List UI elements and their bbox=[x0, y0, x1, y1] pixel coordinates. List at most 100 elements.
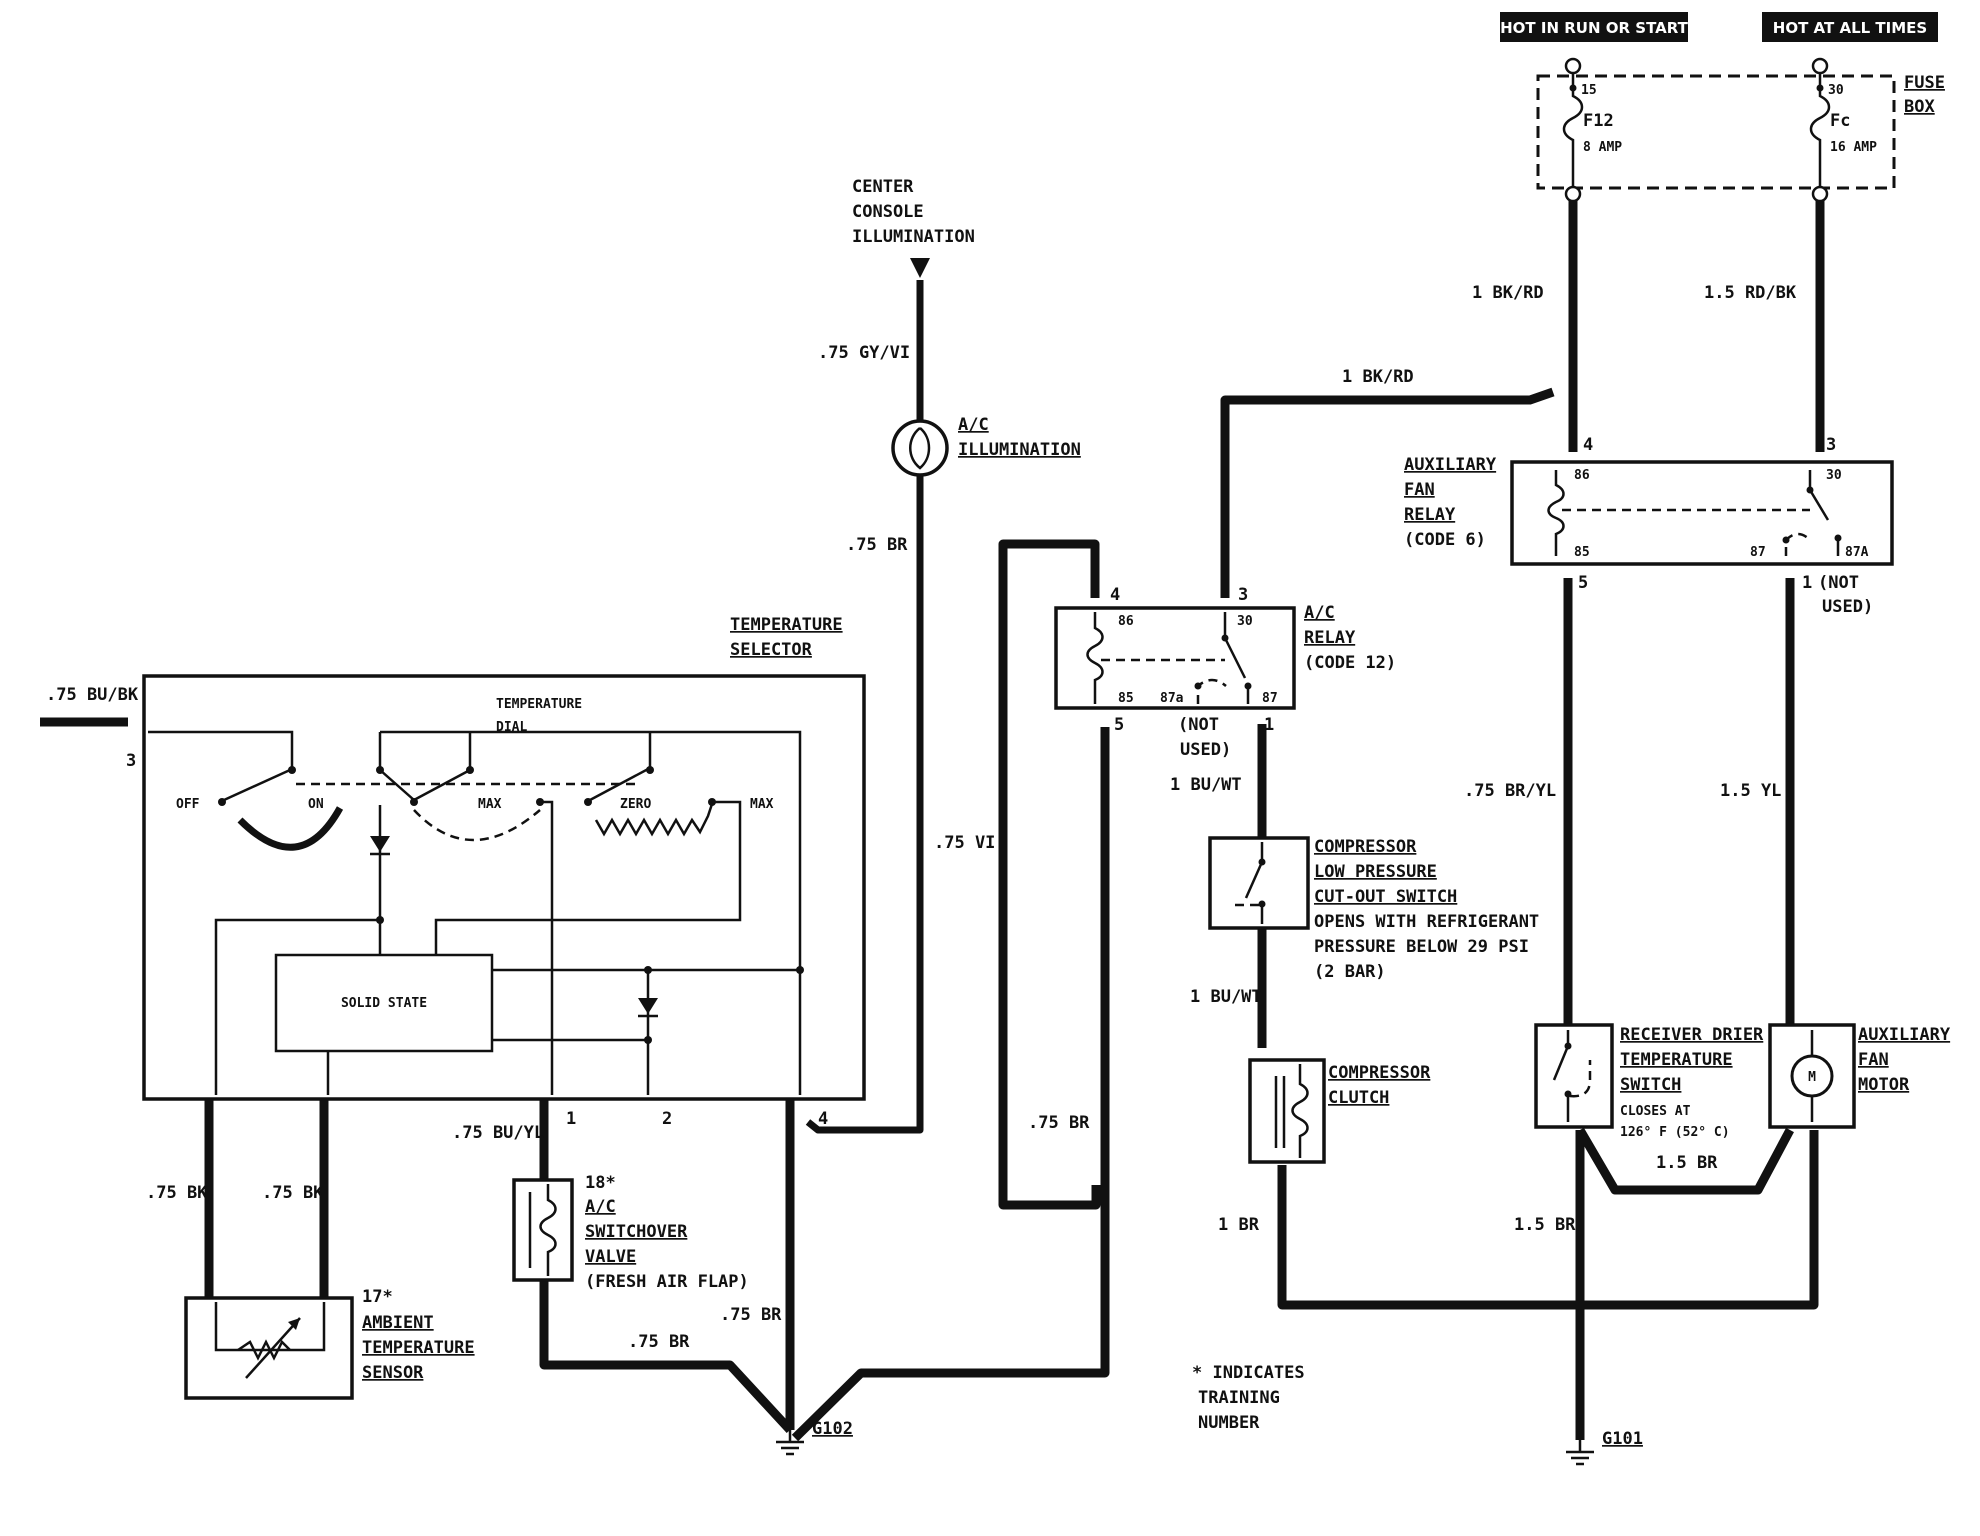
svg-text:1.5 RD/BK: 1.5 RD/BK bbox=[1704, 283, 1797, 303]
ac-switchover-valve: 18* A/C SWITCHOVER VALVE (FRESH AIR FLAP… bbox=[512, 1173, 749, 1292]
svg-text:86: 86 bbox=[1118, 614, 1134, 629]
svg-text:ILLUMINATION: ILLUMINATION bbox=[852, 227, 975, 247]
svg-text:86: 86 bbox=[1574, 468, 1590, 483]
svg-text:OFF: OFF bbox=[176, 797, 200, 812]
hot-all-times-tag: HOT AT ALL TIMES bbox=[1762, 12, 1938, 42]
svg-text:126° F (52° C): 126° F (52° C) bbox=[1620, 1125, 1730, 1140]
svg-text:4: 4 bbox=[818, 1109, 828, 1129]
svg-text:PRESSURE BELOW 29 PSI: PRESSURE BELOW 29 PSI bbox=[1314, 937, 1529, 957]
svg-text:USED): USED) bbox=[1180, 740, 1231, 760]
svg-text:85: 85 bbox=[1118, 691, 1134, 706]
svg-text:.75 BR: .75 BR bbox=[628, 1332, 690, 1352]
svg-text:(CODE 12): (CODE 12) bbox=[1304, 653, 1396, 673]
svg-text:17*: 17* bbox=[362, 1287, 393, 1307]
svg-text:TEMPERATURE: TEMPERATURE bbox=[730, 615, 843, 635]
svg-text:(NOT: (NOT bbox=[1818, 573, 1859, 593]
svg-text:MAX: MAX bbox=[750, 797, 774, 812]
compressor-low-pressure-switch: COMPRESSOR LOW PRESSURE CUT-OUT SWITCH O… bbox=[1208, 836, 1539, 982]
svg-text:4: 4 bbox=[1583, 435, 1593, 455]
wires bbox=[40, 201, 1825, 1442]
svg-text:.75 BK: .75 BK bbox=[262, 1183, 324, 1203]
svg-text:G101: G101 bbox=[1602, 1429, 1643, 1449]
svg-text:CUT-OUT SWITCH: CUT-OUT SWITCH bbox=[1314, 887, 1457, 907]
svg-text:SENSOR: SENSOR bbox=[362, 1363, 424, 1383]
svg-text:.75 BR: .75 BR bbox=[720, 1305, 782, 1325]
compressor-clutch: COMPRESSOR CLUTCH bbox=[1248, 1058, 1431, 1164]
svg-text:87: 87 bbox=[1750, 545, 1766, 560]
svg-text:COMPRESSOR: COMPRESSOR bbox=[1314, 837, 1417, 857]
wire-labels: 1 BK/RD 1 BK/RD 1.5 RD/BK .75 GY/VI .75 … bbox=[46, 283, 1797, 1352]
svg-text:85: 85 bbox=[1574, 545, 1590, 560]
svg-text:.75 BK: .75 BK bbox=[146, 1183, 208, 1203]
svg-text:A/C: A/C bbox=[585, 1197, 616, 1217]
svg-text:2: 2 bbox=[662, 1109, 672, 1129]
svg-text:ZERO: ZERO bbox=[620, 797, 651, 812]
svg-text:87: 87 bbox=[1262, 691, 1278, 706]
svg-text:M: M bbox=[1808, 1070, 1816, 1085]
svg-text:CENTER: CENTER bbox=[852, 177, 914, 197]
svg-text:LOW PRESSURE: LOW PRESSURE bbox=[1314, 862, 1437, 882]
svg-text:RELAY: RELAY bbox=[1304, 628, 1356, 648]
svg-text:1: 1 bbox=[1802, 573, 1812, 593]
svg-text:SOLID STATE: SOLID STATE bbox=[341, 996, 427, 1011]
f12-pin: 15 bbox=[1581, 83, 1597, 98]
svg-text:G102: G102 bbox=[812, 1419, 853, 1439]
svg-text:MOTOR: MOTOR bbox=[1858, 1075, 1910, 1095]
svg-text:5: 5 bbox=[1578, 573, 1588, 593]
svg-text:HOT AT ALL TIMES: HOT AT ALL TIMES bbox=[1773, 19, 1927, 37]
svg-text:NUMBER: NUMBER bbox=[1198, 1413, 1260, 1433]
fuse-box: 15 F12 8 AMP 30 Fc 16 AMP FUSE BOX bbox=[1536, 57, 1945, 203]
svg-text:RELAY: RELAY bbox=[1404, 505, 1456, 525]
svg-text:FAN: FAN bbox=[1858, 1050, 1889, 1070]
svg-text:* INDICATES: * INDICATES bbox=[1192, 1363, 1305, 1383]
f12-rating: 8 AMP bbox=[1583, 140, 1622, 155]
svg-text:COMPRESSOR: COMPRESSOR bbox=[1328, 1063, 1431, 1083]
svg-text:5: 5 bbox=[1114, 715, 1124, 735]
svg-text:1: 1 bbox=[1264, 715, 1274, 735]
center-console-illumination: CENTER CONSOLE ILLUMINATION bbox=[852, 177, 975, 278]
svg-text:.75 BU/BK: .75 BU/BK bbox=[46, 685, 139, 705]
svg-text:1 BK/RD: 1 BK/RD bbox=[1342, 367, 1414, 387]
svg-text:TRAINING: TRAINING bbox=[1198, 1388, 1280, 1408]
receiver-drier-temperature-switch: RECEIVER DRIER TEMPERATURE SWITCH CLOSES… bbox=[1534, 1023, 1764, 1140]
svg-text:.75 BR: .75 BR bbox=[846, 535, 908, 555]
svg-text:1: 1 bbox=[566, 1109, 576, 1129]
svg-text:CLUTCH: CLUTCH bbox=[1328, 1088, 1389, 1108]
svg-text:1 BU/WT: 1 BU/WT bbox=[1190, 987, 1262, 1007]
svg-text:VALVE: VALVE bbox=[585, 1247, 636, 1267]
ac-illumination-lamp: A/C ILLUMINATION bbox=[891, 415, 1081, 477]
svg-text:.75 BR/YL: .75 BR/YL bbox=[1464, 781, 1556, 801]
svg-text:SWITCH: SWITCH bbox=[1620, 1075, 1681, 1095]
svg-text:30: 30 bbox=[1237, 614, 1253, 629]
svg-text:OPENS WITH REFRIGERANT: OPENS WITH REFRIGERANT bbox=[1314, 912, 1539, 932]
svg-text:ON: ON bbox=[308, 797, 324, 812]
svg-text:.75 BU/YL: .75 BU/YL bbox=[452, 1123, 544, 1143]
svg-text:USED): USED) bbox=[1822, 597, 1873, 617]
svg-text:FAN: FAN bbox=[1404, 480, 1435, 500]
ground-g102: G102 bbox=[776, 1419, 853, 1456]
svg-text:1 BU/WT: 1 BU/WT bbox=[1170, 775, 1242, 795]
svg-text:MAX: MAX bbox=[478, 797, 502, 812]
svg-text:3: 3 bbox=[1238, 585, 1248, 605]
svg-text:BOX: BOX bbox=[1904, 97, 1935, 117]
svg-text:(FRESH AIR FLAP): (FRESH AIR FLAP) bbox=[585, 1272, 749, 1292]
fc-pin: 30 bbox=[1828, 83, 1844, 98]
svg-text:CONSOLE: CONSOLE bbox=[852, 202, 924, 222]
svg-text:(NOT: (NOT bbox=[1178, 715, 1219, 735]
ac-relay: 86 30 85 87a 87 4 3 5 1 (NOT USED) A/C R… bbox=[1054, 585, 1396, 760]
fuse-box-label: FUSE bbox=[1904, 73, 1945, 93]
svg-text:(CODE 6): (CODE 6) bbox=[1404, 530, 1486, 550]
svg-text:A/C: A/C bbox=[958, 415, 989, 435]
ground-g101: G101 bbox=[1566, 1429, 1643, 1466]
svg-text:SELECTOR: SELECTOR bbox=[730, 640, 813, 660]
svg-text:4: 4 bbox=[1110, 585, 1120, 605]
svg-text:1 BR: 1 BR bbox=[1218, 1215, 1260, 1235]
svg-text:AUXILIARY: AUXILIARY bbox=[1858, 1025, 1951, 1045]
svg-text:30: 30 bbox=[1826, 468, 1842, 483]
auxiliary-fan-relay: 86 30 85 87 87A 4 3 5 1 (NOT USED) AUXIL… bbox=[1404, 435, 1894, 617]
svg-text:.75 BR: .75 BR bbox=[1028, 1113, 1090, 1133]
svg-text:HOT IN RUN OR START: HOT IN RUN OR START bbox=[1500, 19, 1689, 37]
svg-text:1 BK/RD: 1 BK/RD bbox=[1472, 283, 1544, 303]
hot-run-start-tag: HOT IN RUN OR START bbox=[1500, 12, 1689, 42]
